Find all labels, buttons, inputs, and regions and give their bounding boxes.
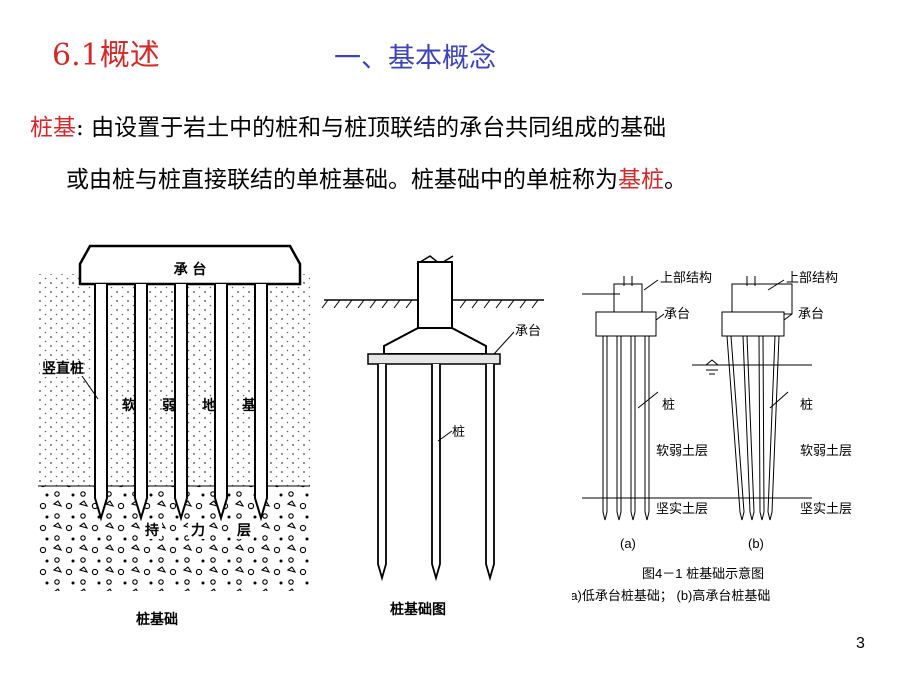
definition-line2: 或由桩与桩直接联结的单桩基础。桩基础中的单桩称为基桩。 [30, 154, 910, 206]
figure1-caption: 桩基础 [136, 611, 178, 628]
figure1-bearing-3: 层 [237, 523, 251, 539]
section-title: 6.1概述 [52, 38, 160, 73]
figure1-bearing-1: 持 [145, 522, 159, 539]
definition-paragraph: 桩基: 由设置于岩土中的桩和与桩顶联结的承台共同组成的基础 或由桩与桩直接联结的… [30, 102, 910, 206]
fig3a-pile: 桩 [662, 397, 675, 412]
term-foundation-pile: 基桩 [618, 167, 664, 193]
pile-foundation-figure-3: 上部结构 承台 桩 软弱土层 坚实土层 (a) 上部结构 承台 桩 软弱土层 坚… [572, 270, 852, 604]
pile-foundation-figure-1: 承 台 竖直桩 软 弱 地 基 持 力 层 桩基础 [38, 244, 310, 628]
figure2-cap-label: 承台 [515, 323, 541, 338]
figure3-subcaption: (a)低承台桩基础； (b)高承台桩基础 [572, 588, 770, 604]
fig3b-soft-layer: 软弱土层 [800, 443, 852, 458]
fig3a-tag: (a) [620, 536, 636, 551]
figure3-caption: 图4－1 桩基础示意图 [642, 566, 764, 581]
figure1-bearing-2: 力 [191, 522, 205, 539]
figure1-pile-label: 竖直桩 [42, 360, 84, 377]
figure1-soft-4: 基 [242, 397, 257, 414]
fig3b-superstructure: 上部结构 [786, 270, 838, 285]
term-pile-foundation: 桩基 [30, 115, 76, 141]
fig3a-superstructure: 上部结构 [660, 270, 712, 285]
fig3b-pile: 桩 [800, 397, 813, 412]
fig3b-tag: (b) [748, 536, 764, 551]
definition-line2-end: 。 [664, 167, 687, 193]
pile-foundation-figure-2: 承台 桩 桩基础图 [321, 255, 544, 618]
figure1-soft-2: 弱 [162, 398, 176, 414]
fig3a-soft-layer: 软弱土层 [656, 443, 708, 458]
definition-line1: 由设置于岩土中的桩和与桩顶联结的承台共同组成的基础 [91, 115, 667, 141]
topic-title: 一、基本概念 [334, 43, 496, 74]
fig3b-hard-layer: 坚实土层 [800, 501, 852, 516]
fig3a-hard-layer: 坚实土层 [656, 501, 708, 516]
fig3a-cap: 承台 [664, 306, 690, 321]
figure1-soft-3: 地 [202, 397, 216, 414]
figure2-caption: 桩基础图 [390, 601, 446, 618]
definition-line2-text: 或由桩与桩直接联结的单桩基础。桩基础中的单桩称为 [66, 167, 618, 193]
figure1-soft-1: 软 [122, 397, 137, 414]
fig3b-cap: 承台 [798, 306, 824, 321]
colon: : [76, 115, 84, 141]
figure1-cap-label: 承 台 [174, 261, 207, 278]
figure2-pile-label: 桩 [452, 424, 465, 439]
page-number: 3 [856, 635, 865, 652]
